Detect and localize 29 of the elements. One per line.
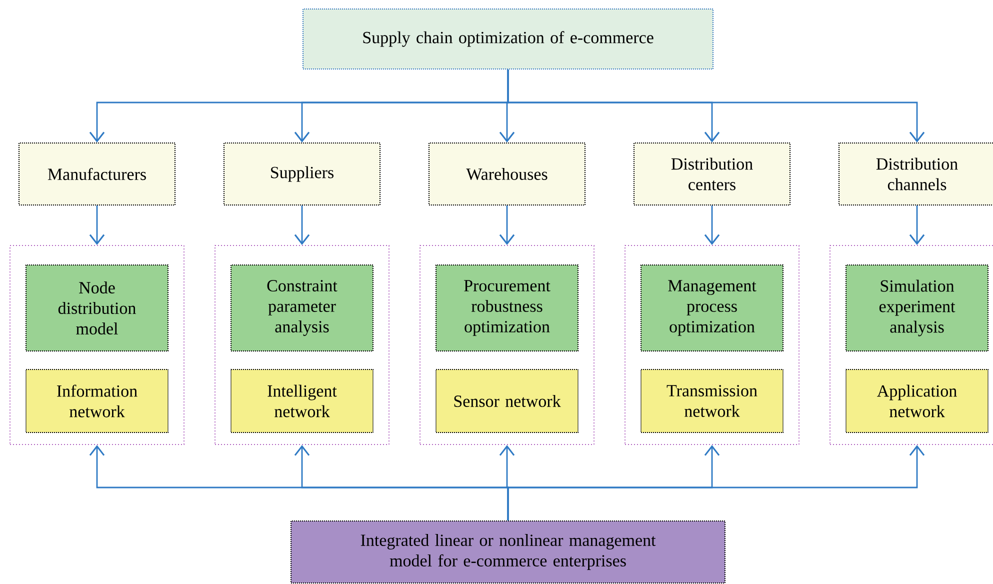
category-box: Suppliers — [224, 142, 380, 206]
arrow — [909, 206, 925, 245]
arrow — [704, 206, 720, 245]
network-box: Information network — [26, 369, 168, 433]
network-box: Intelligent network — [230, 369, 374, 433]
title-box: Supply chain optimization of e-commerce — [302, 8, 714, 70]
method-box: Management process optimization — [640, 264, 784, 352]
category-box: Manufacturers — [18, 142, 176, 206]
group-frame — [214, 245, 390, 445]
arrow — [507, 70, 925, 142]
arrow — [507, 445, 925, 520]
arrow — [499, 206, 515, 245]
method-box: Constraint parameter analysis — [230, 264, 374, 352]
category-box: Distribution centers — [634, 142, 790, 206]
network-box: Sensor network — [436, 369, 578, 433]
network-box: Application network — [846, 369, 988, 433]
group-frame — [624, 245, 800, 445]
group-frame — [10, 245, 184, 445]
network-box: Transmission network — [640, 369, 784, 433]
model-box: Integrated linear or nonlinear management model for e-commerce enterprises — [290, 520, 726, 584]
arrow — [89, 206, 105, 245]
category-box: Warehouses — [428, 142, 586, 206]
category-box: Distribution channels — [838, 142, 993, 206]
group-frame — [420, 245, 594, 445]
group-frame — [830, 245, 993, 445]
method-box: Node distribution model — [26, 264, 168, 352]
method-box: Procurement robustness optimization — [436, 264, 578, 352]
method-box: Simulation experiment analysis — [846, 264, 988, 352]
arrow — [294, 206, 310, 245]
